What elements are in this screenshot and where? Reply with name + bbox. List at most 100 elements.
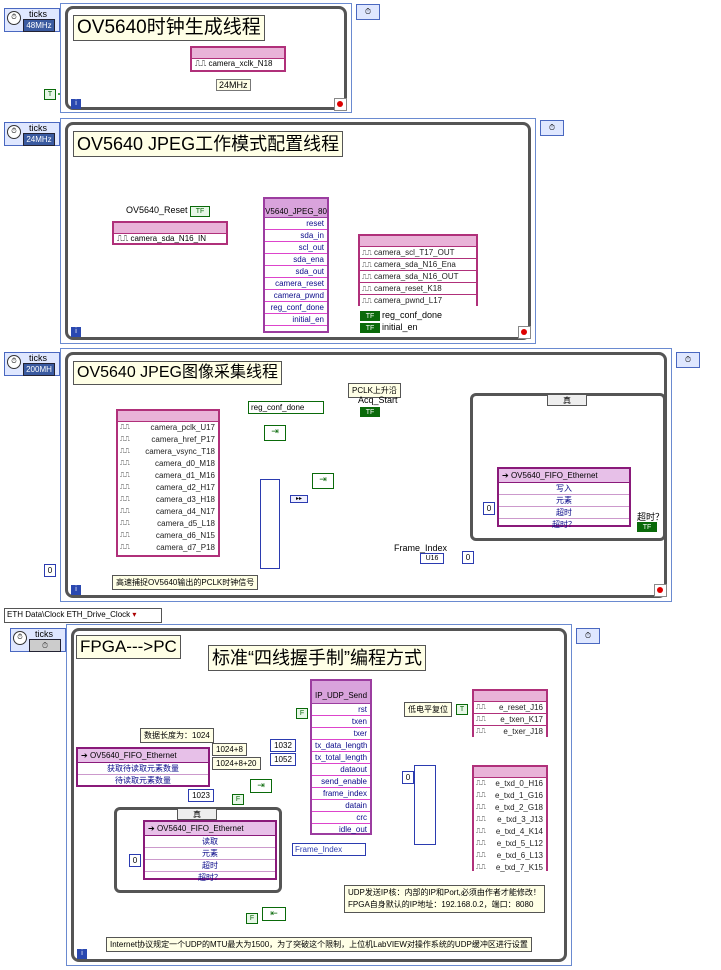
- node-header: [192, 48, 284, 59]
- to-u8-node: ▸▸: [290, 495, 308, 503]
- pin-reg-conf-done: reg_conf_done: [265, 302, 327, 314]
- tick-rate: 200MH: [23, 363, 55, 376]
- pclk-comment: 高速捕捉OV5640输出的PCLK时钟信号: [112, 575, 259, 590]
- out-e-txd-7: ⎍⎍e_txd_7_K15: [474, 862, 546, 874]
- node-header: [118, 411, 218, 422]
- pin-camera-pwnd: camera_pwnd: [265, 290, 327, 302]
- timeout-indicator[interactable]: TF: [637, 522, 657, 532]
- out-e-txd-1: ⎍⎍e_txd_1_G16: [474, 790, 546, 802]
- rst-false-const[interactable]: F: [296, 708, 308, 719]
- pin-dataout: dataout: [312, 764, 370, 776]
- fifo-row-get-count: 获取待读取元素数量: [78, 763, 208, 775]
- clock-source-dropdown[interactable]: ETH Data\Clock ETH_Drive_Clock ▾: [4, 608, 162, 623]
- fifo-read-node[interactable]: ➔ OV5640_FIFO_Ethernet 读取 元素 超时 超时？: [143, 820, 277, 882]
- iteration-terminal: i: [77, 949, 87, 959]
- reg-conf-done-indicator[interactable]: TF: [360, 311, 380, 321]
- case-structure-3[interactable]: 真 ➔ OV5640_FIFO_Ethernet 写入 元素 超时 超时？ 0 …: [470, 393, 666, 541]
- timed-loop-2[interactable]: OV5640 JPEG工作模式配置线程 OV5640_Reset TF ⎍⎍ c…: [60, 118, 536, 344]
- false-const-2[interactable]: F: [246, 913, 258, 924]
- in-d6: ⎍⎍camera_d6_N15: [118, 530, 218, 542]
- case-selector[interactable]: 真: [547, 394, 587, 406]
- timed-loop-3[interactable]: OV5640 JPEG图像采集线程 PCLK上升沿 Acq_Start TF r…: [60, 348, 672, 602]
- xclk-io-node[interactable]: ⎍⎍ camera_xclk_N18: [190, 46, 286, 72]
- expr-1024-8-20: 1024+8+20: [212, 757, 261, 770]
- out-sda-out: ⎍⎍ camera_sda_N16_OUT: [360, 271, 476, 283]
- reset-constant[interactable]: TF: [190, 206, 210, 217]
- while-loop-3: OV5640 JPEG图像采集线程 PCLK上升沿 Acq_Start TF r…: [65, 352, 667, 598]
- timed-loop-4[interactable]: FPGA--->PC 标准“四线握手制”编程方式 IP_UDP_Send rst…: [66, 624, 572, 966]
- ticks-label: ticks: [29, 123, 47, 133]
- low-reset-const[interactable]: T: [456, 704, 468, 715]
- jpeg-config-subvi[interactable]: V5640_JPEG_80 reset sda_in scl_out sda_e…: [263, 197, 329, 333]
- initial-en-label: initial_en: [382, 322, 418, 332]
- frame-index-local[interactable]: Frame_Index: [292, 843, 366, 856]
- eth-ctrl-io-node[interactable]: ⎍⎍e_reset_J16 ⎍⎍e_txen_K17 ⎍⎍e_txer_J18: [472, 689, 548, 738]
- timeout-const[interactable]: 0: [483, 502, 495, 515]
- case-selector[interactable]: 真: [177, 808, 217, 820]
- pin-txer: txer: [312, 728, 370, 740]
- reset-label: OV5640_Reset: [126, 205, 188, 215]
- pin-sda-ena: sda_ena: [265, 254, 327, 266]
- iteration-terminal: i: [71, 99, 81, 109]
- pin-idle-out: idle_out: [338, 825, 367, 834]
- fifo-title: ➔ OV5640_FIFO_Ethernet: [499, 469, 629, 483]
- stop-terminal[interactable]: [334, 98, 347, 111]
- zero-const-3b[interactable]: 0: [44, 564, 56, 577]
- stop-terminal[interactable]: [654, 584, 667, 597]
- camera-inputs-io-node[interactable]: ⎍⎍camera_pclk_U17 ⎍⎍camera_href_P17 ⎍⎍ca…: [116, 409, 220, 557]
- out-scl: ⎍⎍ camera_scl_T17_OUT: [360, 247, 476, 259]
- timeout-const[interactable]: 0: [129, 854, 141, 867]
- out-camera-reset: ⎍⎍ camera_reset_K18: [360, 283, 476, 295]
- out-e-txd-5: ⎍⎍e_txd_5_L12: [474, 838, 546, 850]
- fifo-write-node[interactable]: ➔ OV5640_FIFO_Ethernet 写入 元素 超时 超时？: [497, 467, 631, 529]
- stop-terminal[interactable]: [518, 326, 531, 339]
- tick-count-node-1[interactable]: ⏱ ticks 48MHz: [4, 8, 60, 32]
- timed-loop-1[interactable]: OV5640时钟生成线程 ⎍⎍ camera_xclk_N18 24MHz i: [60, 3, 352, 113]
- acq-start-indicator[interactable]: TF: [360, 407, 380, 417]
- false-const-1[interactable]: F: [232, 794, 244, 805]
- ip-udp-send-subvi[interactable]: IP_UDP_Send rst txen txer tx_data_length…: [310, 679, 372, 835]
- eth-data-io-node[interactable]: ⎍⎍e_txd_0_H16 ⎍⎍e_txd_1_G16 ⎍⎍e_txd_2_G1…: [472, 765, 548, 874]
- acq-start-label: Acq_Start: [358, 395, 398, 405]
- fifo-row-timedout: 超时？: [198, 873, 222, 882]
- node-header: [474, 767, 546, 778]
- clock-icon: ⏱: [7, 355, 21, 369]
- frame-index-label: Frame_Index: [394, 543, 448, 553]
- node-header: [114, 223, 226, 234]
- tick-count-node-3[interactable]: ⏱ ticks 200MH: [4, 352, 60, 376]
- in-href: ⎍⎍camera_href_P17: [118, 434, 218, 446]
- zero-const-3[interactable]: 0: [462, 551, 474, 564]
- tick-count-node-4[interactable]: ⏱ ticks ⏱: [10, 628, 66, 652]
- fifo-query-node[interactable]: ➔ OV5640_FIFO_Ethernet 获取待读取元素数量 待读取元素数量: [76, 747, 210, 787]
- fifo-title: ➔ OV5640_FIFO_Ethernet: [78, 749, 208, 763]
- iteration-terminal: i: [71, 327, 81, 337]
- const-1052[interactable]: 1052: [270, 753, 296, 766]
- outputs-io-node[interactable]: ⎍⎍ camera_scl_T17_OUT ⎍⎍ camera_sda_N16_…: [358, 234, 478, 307]
- loop4-title: 标准“四线握手制”编程方式: [208, 645, 426, 671]
- in-d7: ⎍⎍camera_d7_P18: [118, 542, 218, 554]
- case-structure-4[interactable]: 真 ➔ OV5640_FIFO_Ethernet 读取 元素 超时 超时？ 0: [114, 807, 282, 893]
- tick-count-node-2[interactable]: ⏱ ticks 24MHz: [4, 122, 60, 146]
- xclk-label: camera_xclk_N18: [208, 59, 273, 68]
- tick-rate: 48MHz: [23, 19, 55, 32]
- out-e-txd-0: ⎍⎍e_txd_0_H16: [474, 778, 546, 790]
- out-e-txer: ⎍⎍e_txer_J18: [474, 726, 546, 738]
- const-1023[interactable]: 1023: [188, 789, 214, 802]
- reg-conf-done-local[interactable]: reg_conf_done: [248, 401, 324, 414]
- tick-rate: 24MHz: [23, 133, 55, 146]
- zero-const-4[interactable]: 0: [402, 771, 414, 784]
- while-loop-2: OV5640 JPEG工作模式配置线程 OV5640_Reset TF ⎍⎍ c…: [65, 122, 531, 340]
- node-header: [474, 691, 546, 702]
- initial-en-indicator[interactable]: TF: [360, 323, 380, 333]
- sda-in-io-node[interactable]: ⎍⎍ camera_sda_N16_IN: [112, 221, 228, 245]
- fpga-to-pc-label: FPGA--->PC: [76, 635, 181, 659]
- data-length-label: 数据长度为：1024: [140, 728, 214, 743]
- const-1032[interactable]: 1032: [270, 739, 296, 752]
- pin-scl-out: scl_out: [265, 242, 327, 254]
- reg-conf-done-label: reg_conf_done: [382, 310, 443, 320]
- ticks-label: ticks: [29, 9, 47, 19]
- fifo-row-count: 待读取元素数量: [115, 776, 171, 785]
- fifo-row-element: 元素: [145, 848, 275, 860]
- true-constant[interactable]: T: [44, 89, 56, 100]
- number-to-bool-array: [414, 765, 436, 845]
